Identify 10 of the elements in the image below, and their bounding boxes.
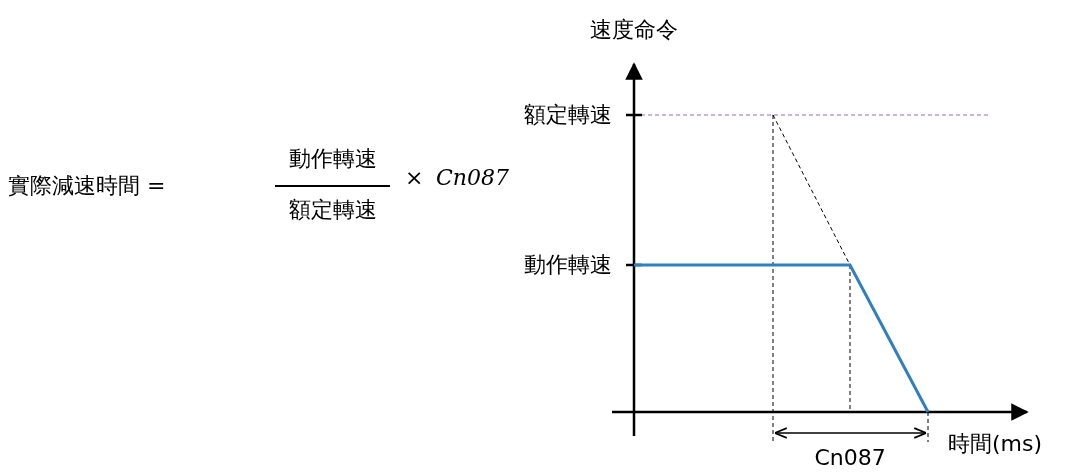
axis-title: 速度命令 (590, 16, 678, 44)
tick-label: 額定轉速 (524, 101, 612, 129)
dimension-label: Cn087 (814, 444, 886, 472)
formula-numerator: 動作轉速 (289, 145, 377, 173)
multiply-sign: × (405, 164, 424, 192)
formula-denominator: 額定轉速 (289, 196, 377, 224)
formula-variable: Cn087 (436, 164, 509, 192)
formula-text: 實際減速時間 = (8, 172, 166, 200)
axis-title: 時間(ms) (948, 430, 1043, 458)
tick-label: 動作轉速 (524, 251, 612, 279)
